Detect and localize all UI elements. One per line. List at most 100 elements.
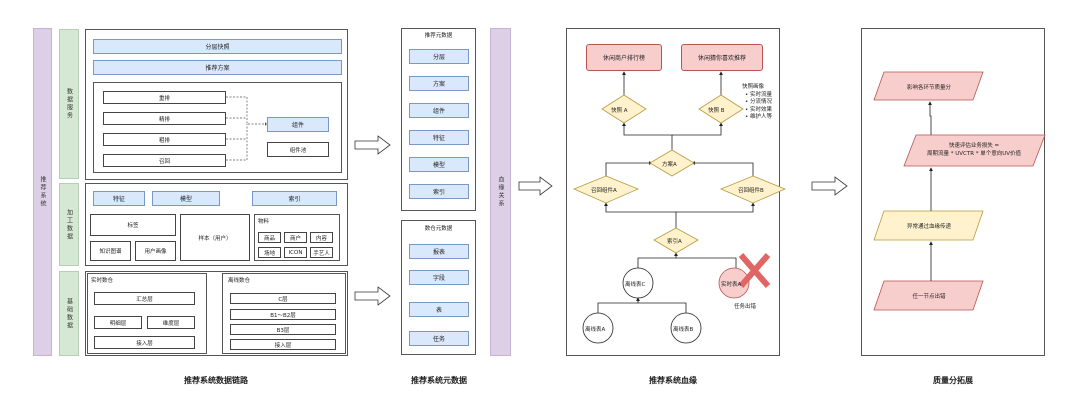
index-box[interactable]: 索引	[252, 191, 337, 206]
panel4-caption: 质量分拓展	[933, 376, 973, 385]
offline-c-layer[interactable]: C层	[230, 293, 336, 304]
layer-recall[interactable]: 召回	[103, 154, 226, 167]
rank-top-node[interactable]: 休闲商户排行榜	[586, 44, 662, 71]
snapshot-a-node	[601, 94, 647, 124]
component-pool-box[interactable]: 组件池	[267, 142, 329, 157]
feature-box[interactable]: 特征	[93, 191, 145, 206]
offline-b-label: 离线表B	[673, 327, 694, 333]
model-box[interactable]: 模型	[152, 191, 220, 206]
snapshot-profile-title: 快照画像	[742, 84, 765, 90]
snapshot-b-node	[698, 94, 744, 124]
metadata-component[interactable]: 组件	[409, 103, 469, 118]
recall-a-label: 召回组件A	[591, 188, 617, 194]
recall-b-node	[719, 175, 787, 204]
offline-title: 离线数仓	[228, 278, 251, 284]
metadata-plan[interactable]: 方案	[409, 76, 469, 91]
material-item[interactable]: 商户	[284, 232, 307, 243]
recommend-metadata-title: 推荐元数据	[424, 33, 453, 39]
section-processing: 加工数据	[59, 183, 79, 266]
error-x-icon	[738, 253, 771, 288]
sample-box[interactable]: 样本（用户）	[180, 214, 250, 261]
material-title: 物料	[258, 219, 270, 225]
recall-b-label: 召回组件B	[738, 188, 764, 194]
node-error-label: 任一节点出错	[912, 294, 946, 300]
abnormal-node	[873, 210, 984, 241]
task-failed-label: 任务出错	[734, 304, 757, 310]
material-item[interactable]: 场地	[258, 247, 281, 258]
formula-node	[903, 134, 1046, 167]
metadata-field[interactable]: 字段	[409, 270, 469, 285]
realtime-title: 实时数仓	[91, 278, 114, 284]
offline-a-node	[582, 312, 614, 344]
component-box[interactable]: 组件	[267, 117, 329, 132]
layer-coarse[interactable]: 粗排	[103, 133, 226, 146]
offline-b-layer[interactable]: B1～B2层	[230, 309, 336, 320]
material-item[interactable]: ICON	[284, 247, 307, 258]
realtime-dim-layer[interactable]: 维度层	[147, 316, 195, 329]
offline-c-node	[622, 267, 654, 299]
snapshot-profile-legend: 快照画像 • 实时流量 • 分流情况 • 实时效果 • 维护人等	[742, 84, 772, 122]
layer-fine[interactable]: 精排	[103, 112, 226, 125]
realtime-summary-layer[interactable]: 汇总层	[94, 292, 195, 305]
offline-b-node	[670, 312, 702, 344]
snapshot-profile-item: • 实时流量	[745, 91, 773, 98]
warehouse-metadata-title: 数仓元数据	[424, 226, 453, 232]
index-a-label: 索引A	[667, 239, 682, 245]
knowledge-graph-box[interactable]: 知识图谱	[90, 241, 131, 261]
snapshot-a-label: 快照 A	[611, 108, 628, 114]
metadata-report[interactable]: 报表	[409, 244, 469, 259]
impact-label: 影响各环节质量分	[906, 85, 951, 91]
offline-b3-layer[interactable]: B3层	[230, 324, 336, 335]
material-item[interactable]: 商品	[258, 232, 281, 243]
formula-label: 快速评估业务损失 = 周期流量 * UVCTR * 单个意向UV价值	[908, 142, 1040, 158]
node-error-node	[873, 280, 984, 311]
metadata-index[interactable]: 索引	[409, 184, 469, 199]
arrow-right-icon	[811, 176, 848, 196]
user-profile-box[interactable]: 用户画像	[135, 241, 176, 261]
arrow-right-icon	[354, 135, 391, 155]
realtime-a-label: 实时表A	[721, 282, 742, 288]
recall-a-node	[572, 175, 640, 204]
strategy-snapshot-box[interactable]: 分层快照	[93, 39, 342, 54]
layer-rerank[interactable]: 重排	[103, 91, 226, 104]
material-item[interactable]: 手艺人	[310, 247, 333, 258]
impact-node	[873, 71, 984, 101]
snapshot-profile-item: • 维护人等	[745, 114, 773, 120]
plan-a-node	[649, 149, 695, 177]
offline-access-layer[interactable]: 接入层	[230, 339, 336, 350]
arrow-right-icon	[518, 176, 553, 196]
snapshot-b-label: 快照 B	[708, 108, 725, 114]
snapshot-profile-item: • 分流情况	[745, 99, 773, 105]
label-box[interactable]: 标签	[90, 214, 176, 236]
index-a-node	[653, 227, 699, 254]
realtime-a-node	[718, 267, 750, 299]
metadata-layer[interactable]: 分层	[409, 49, 469, 64]
material-item[interactable]: 内容	[310, 232, 333, 243]
offline-c-label: 离线表C	[625, 282, 646, 288]
realtime-access-layer[interactable]: 接入层	[94, 336, 195, 349]
formula-line: 周期流量 * UVCTR * 单个意向UV价值	[926, 151, 1022, 157]
section-base: 基础数据	[59, 271, 79, 356]
arrow-right-icon	[354, 286, 391, 306]
lineage-sidebar: 血缘关系	[490, 28, 511, 356]
realtime-detail-layer[interactable]: 明细层	[94, 316, 142, 329]
recommend-plan-box[interactable]: 推荐方案	[93, 60, 342, 75]
panel3-caption: 推荐系统血缘	[649, 376, 697, 385]
formula-line: 快速评估业务损失 =	[948, 143, 1000, 149]
metadata-table[interactable]: 表	[409, 302, 469, 317]
plan-a-label: 方案A	[662, 162, 677, 168]
metadata-feature[interactable]: 特征	[409, 130, 469, 145]
section-data-service: 数据服务	[59, 29, 79, 179]
metadata-model[interactable]: 模型	[409, 157, 469, 172]
abnormal-label: 异常通过血缘传递	[906, 224, 951, 230]
snapshot-profile-item: • 实时效果	[745, 106, 773, 113]
panel2-caption: 推荐系统元数据	[411, 376, 467, 385]
rank-right-node[interactable]: 休闲猜你喜欢推荐	[681, 44, 763, 71]
system-sidebar: 推荐系统	[33, 28, 52, 356]
metadata-task[interactable]: 任务	[409, 331, 469, 346]
panel1-caption: 推荐系统数据链路	[184, 376, 248, 385]
